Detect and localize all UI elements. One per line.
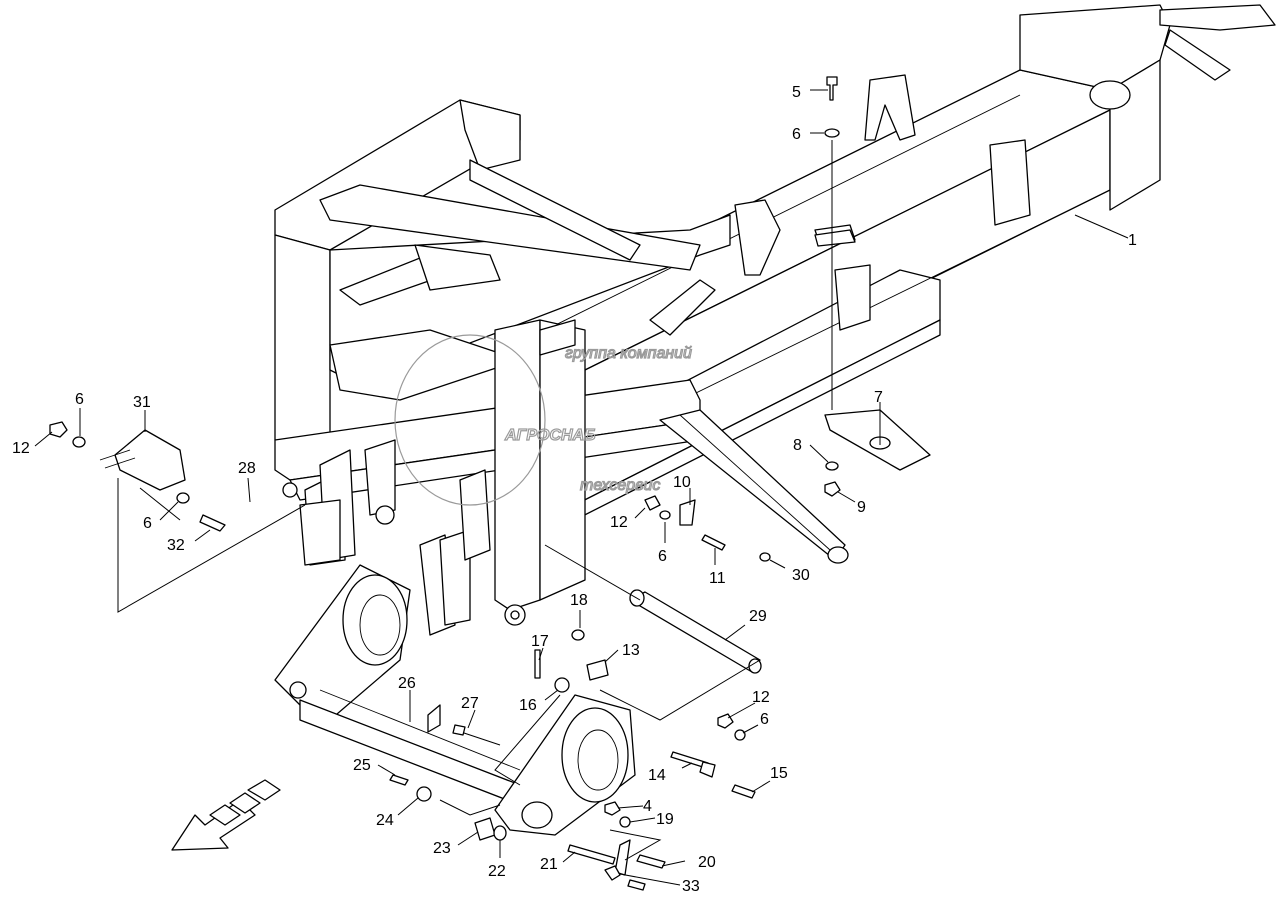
hydraulic-cylinder <box>629 589 762 674</box>
hitch-plate-left <box>274 564 521 806</box>
callout-9: 9 <box>857 499 866 516</box>
callout-7: 7 <box>874 389 883 406</box>
callout-17: 17 <box>531 633 549 650</box>
callout-12-right: 12 <box>752 689 770 706</box>
callout-16: 16 <box>519 697 537 714</box>
leader-lines <box>34 89 1129 886</box>
loose-parts <box>49 76 841 891</box>
callout-29: 29 <box>749 608 767 625</box>
callout-25: 25 <box>353 757 371 774</box>
callout-30: 30 <box>792 567 810 584</box>
watermark-line3: техсервис <box>580 477 660 494</box>
callout-13: 13 <box>622 642 640 659</box>
callout-8: 8 <box>793 437 802 454</box>
direction-arrow <box>171 779 281 851</box>
callout-26: 26 <box>398 675 416 692</box>
callout-14: 14 <box>648 767 666 784</box>
callout-10: 10 <box>673 474 691 491</box>
callout-21: 21 <box>540 856 558 873</box>
callout-23: 23 <box>433 840 451 857</box>
callout-labels: 1 4 5 6 6 6 6 6 7 8 9 10 11 12 12 12 13 … <box>12 84 1137 895</box>
callout-28: 28 <box>238 460 256 477</box>
callout-11: 11 <box>709 570 726 587</box>
callout-5: 5 <box>792 84 801 101</box>
callout-31: 31 <box>133 394 151 411</box>
callout-4: 4 <box>643 798 652 815</box>
callout-6-left-top: 6 <box>75 391 84 408</box>
watermark-line2: АГРОСНАБ <box>504 427 595 444</box>
callout-12-center: 12 <box>610 514 628 531</box>
watermark: группа компаний АГРОСНАБ техсервис <box>394 334 693 506</box>
hitch-plate-right <box>494 694 636 836</box>
main-frame <box>274 4 1276 636</box>
callout-6-right: 6 <box>760 711 769 728</box>
callout-22: 22 <box>488 863 506 880</box>
callout-18: 18 <box>570 592 588 609</box>
callout-24: 24 <box>376 812 394 829</box>
callout-33: 33 <box>682 878 700 895</box>
callout-6-center: 6 <box>658 548 667 565</box>
callout-6-left-bottom: 6 <box>143 515 152 532</box>
callout-6-top: 6 <box>792 126 801 143</box>
callout-20: 20 <box>698 854 716 871</box>
callout-15: 15 <box>770 765 788 782</box>
callout-32: 32 <box>167 537 185 554</box>
callout-12-left: 12 <box>12 440 30 457</box>
callout-19: 19 <box>656 811 674 828</box>
callout-1: 1 <box>1128 232 1137 249</box>
watermark-line1: группа компаний <box>565 345 692 362</box>
callout-27: 27 <box>461 695 479 712</box>
